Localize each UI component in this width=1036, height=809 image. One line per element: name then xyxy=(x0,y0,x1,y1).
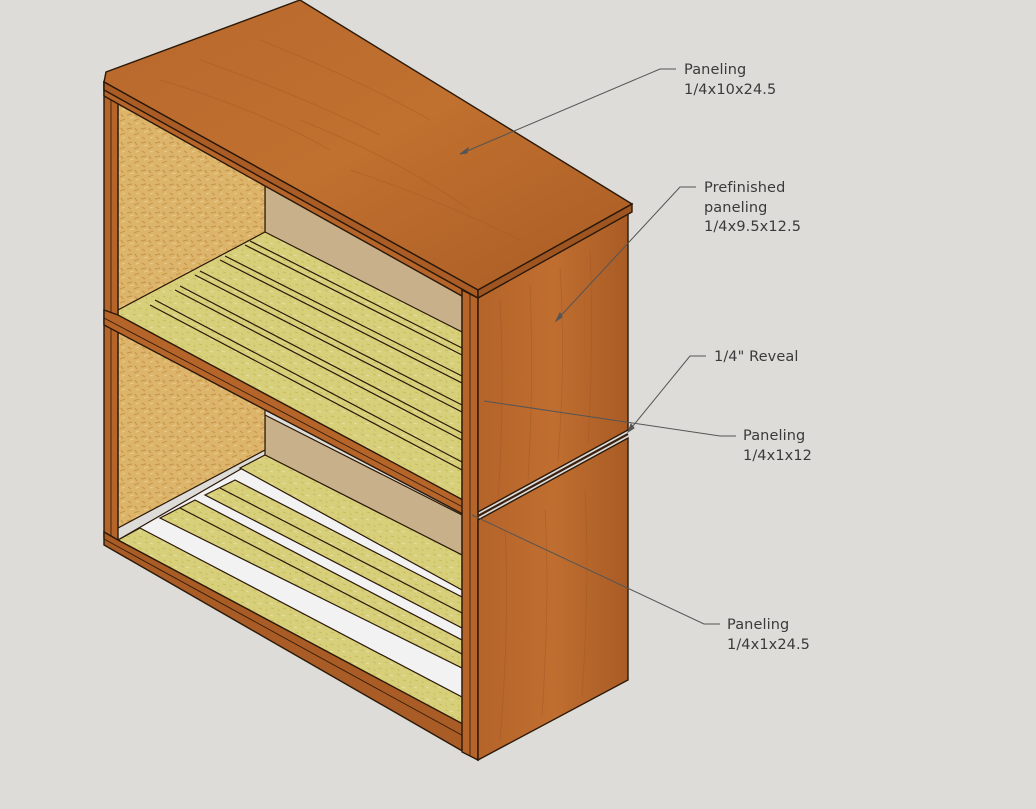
right-side-panels xyxy=(477,206,629,762)
annotation-dimension: 1/4x1x24.5 xyxy=(727,636,811,653)
leader-reveal xyxy=(627,355,706,433)
annotation-dimension: 1/4x10x24.5 xyxy=(684,81,777,98)
annotation-title: Prefinished xyxy=(704,180,786,196)
leader-horizontal-trim xyxy=(471,514,720,625)
annotation-side-panel: Prefinished paneling 1/4x9.5x12.5 xyxy=(704,179,801,238)
annotation-horizontal-trim: Paneling 1/4x1x24.5 xyxy=(727,616,810,655)
annotation-vertical-trim: Paneling 1/4x1x12 xyxy=(743,427,812,466)
annotation-title: 1/4" Reveal xyxy=(714,349,799,365)
leader-top-panel xyxy=(459,68,676,155)
annotation-reveal: 1/4" Reveal xyxy=(714,348,798,368)
leader-vertical-trim xyxy=(483,400,736,437)
annotation-title: Paneling xyxy=(727,617,790,633)
leader-side-panel xyxy=(555,186,696,322)
annotation-dimension: 1/4x1x12 xyxy=(743,447,812,464)
annotation-title: Paneling xyxy=(743,428,806,444)
annotation-title-line2: paneling xyxy=(704,199,768,216)
lower-shelf-slats xyxy=(116,454,463,727)
right-front-post xyxy=(461,288,479,762)
annotation-title: Paneling xyxy=(684,62,747,78)
leader-lines xyxy=(459,68,736,625)
annotation-top-panel: Paneling 1/4x10x24.5 xyxy=(684,61,776,100)
top-panel xyxy=(103,0,634,300)
annotation-dimension: 1/4x9.5x12.5 xyxy=(704,219,802,235)
